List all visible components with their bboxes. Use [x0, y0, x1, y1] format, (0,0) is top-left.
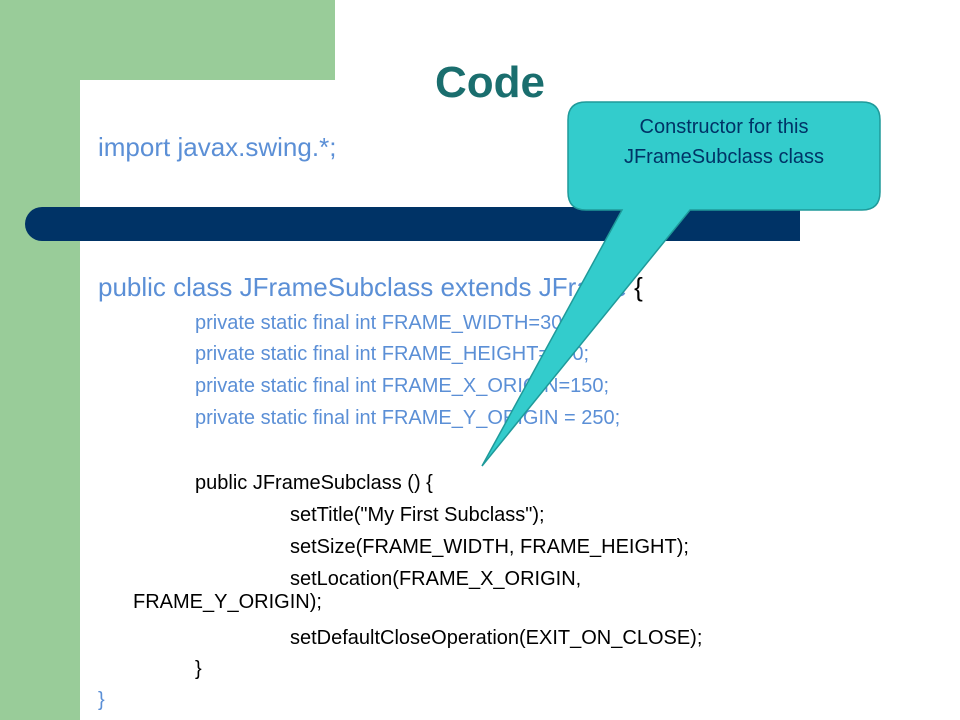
code-body-line-continuation: FRAME_Y_ORIGIN);	[133, 591, 322, 613]
green-background-left	[0, 0, 80, 720]
code-field-line: private static final int FRAME_X_ORIGIN=…	[195, 375, 610, 397]
callout-shape	[481, 101, 881, 467]
callout-text: Constructor for this JFrameSubclass clas…	[568, 112, 880, 172]
code-field-line: private static final int FRAME_HEIGHT=20…	[195, 343, 590, 365]
code-import-line: import javax.swing.*;	[98, 132, 337, 162]
code-constructor-close-brace: }	[195, 658, 202, 680]
slide-title: Code	[435, 58, 545, 107]
code-field-line: private static final int FRAME_WIDTH=300…	[195, 312, 580, 334]
code-body-line: setTitle("My First Subclass");	[290, 504, 545, 526]
code-class-declaration: public class JFrameSubclass extends JFra…	[98, 272, 643, 302]
callout-line-1: Constructor for this	[639, 116, 809, 138]
class-open-brace: {	[634, 272, 643, 302]
class-declaration-text: public class JFrameSubclass extends JFra…	[98, 272, 627, 302]
code-body-line: setLocation(FRAME_X_ORIGIN,	[290, 568, 582, 590]
code-class-close-brace: }	[98, 689, 105, 711]
callout-line-2: JFrameSubclass class	[623, 146, 825, 168]
code-body-line: setSize(FRAME_WIDTH, FRAME_HEIGHT);	[290, 536, 689, 558]
code-body-line: setDefaultCloseOperation(EXIT_ON_CLOSE);	[290, 627, 703, 649]
code-constructor-declaration: public JFrameSubclass () {	[195, 472, 433, 494]
